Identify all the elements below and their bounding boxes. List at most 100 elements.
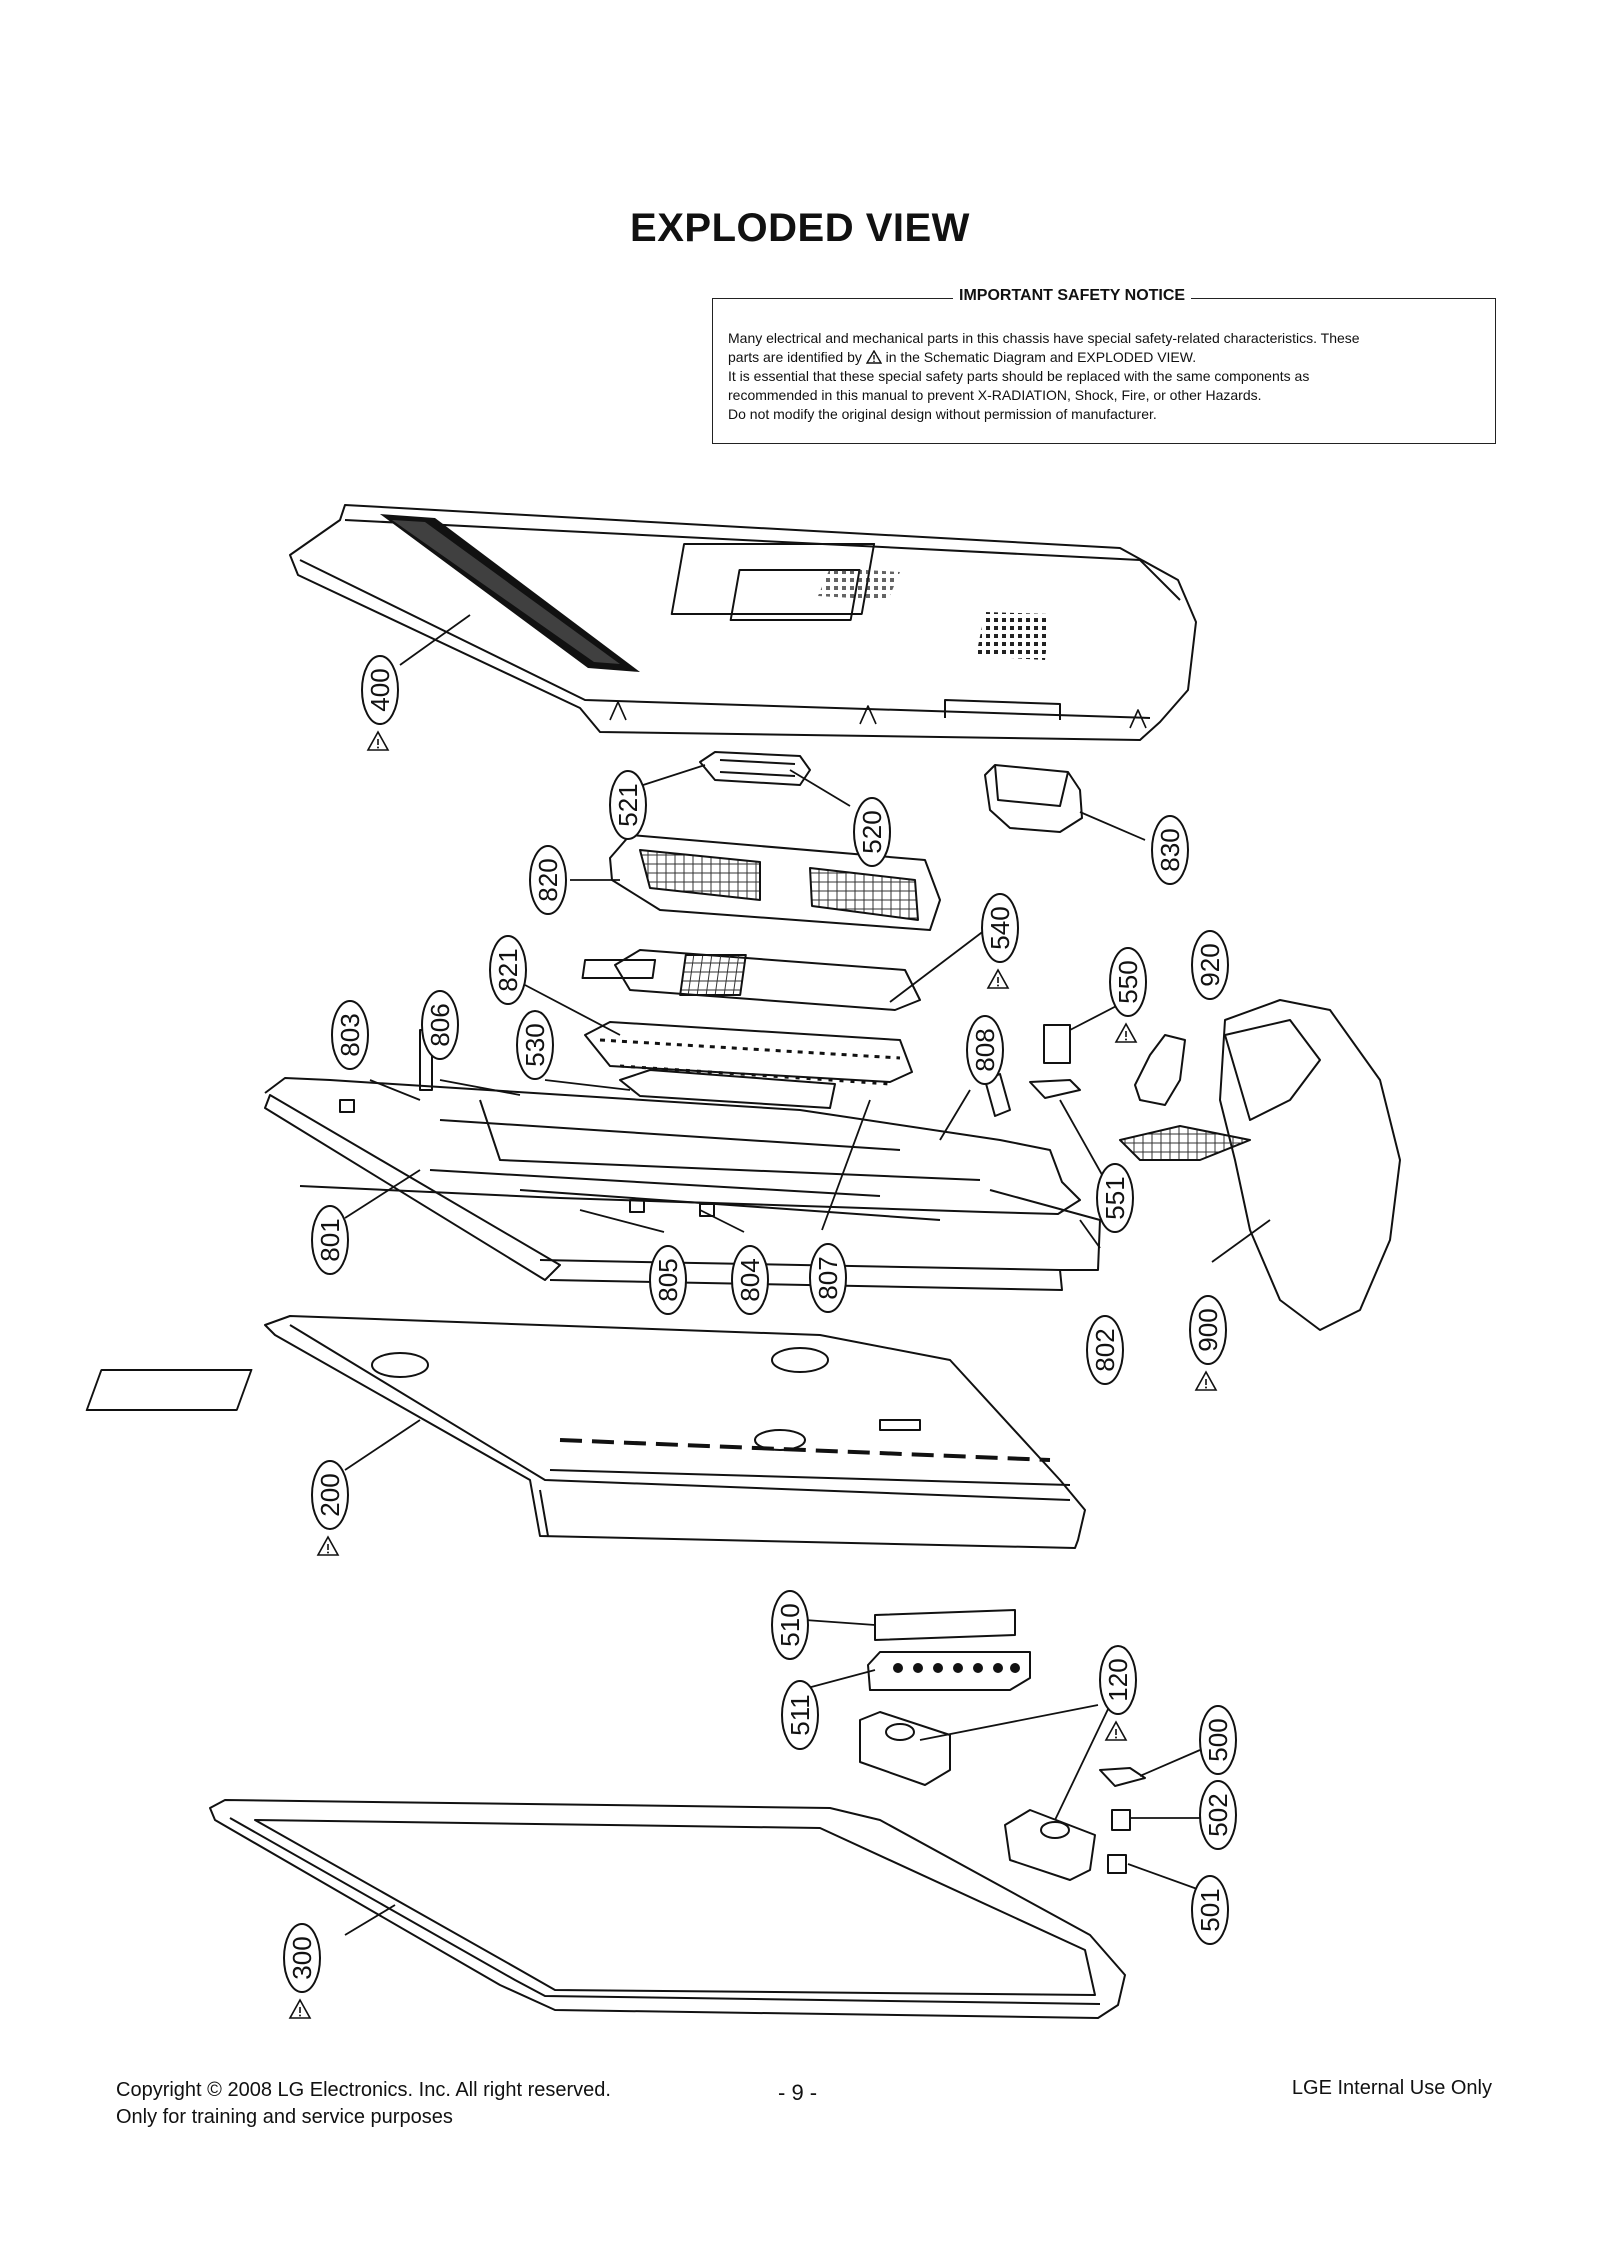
part-callout-806: 806 bbox=[421, 990, 459, 1060]
callout-label: 830 bbox=[1155, 828, 1185, 871]
part-callout-540: 540 bbox=[981, 893, 1019, 989]
callout-oval bbox=[361, 655, 399, 725]
stand-part bbox=[1119, 999, 1401, 1331]
part-callout-803: 803 bbox=[331, 1000, 369, 1070]
warning-triangle-icon bbox=[1104, 1720, 1128, 1741]
warning-triangle-icon bbox=[366, 730, 390, 751]
callout-label: 500 bbox=[1203, 1718, 1233, 1761]
callout-oval bbox=[283, 1923, 321, 1993]
front-bezel-300-part bbox=[209, 1799, 1126, 2019]
part-callout-551: 551 bbox=[1096, 1163, 1134, 1233]
callout-oval bbox=[311, 1460, 349, 1530]
callout-oval bbox=[771, 1590, 809, 1660]
warning-triangle-icon bbox=[986, 968, 1010, 989]
callout-label: 550 bbox=[1113, 960, 1143, 1003]
callout-label: 511 bbox=[785, 1694, 815, 1735]
safety-notice-body: Many electrical and mechanical parts in … bbox=[728, 329, 1481, 424]
part-callout-501: 501 bbox=[1191, 1875, 1229, 1945]
notice-line: parts are identified by in the Schematic… bbox=[728, 348, 1481, 367]
notice-line: Do not modify the original design withou… bbox=[728, 406, 1157, 422]
part-callout-804: 804 bbox=[731, 1245, 769, 1315]
page-title: EXPLODED VIEW bbox=[630, 206, 970, 250]
callout-oval bbox=[1099, 1645, 1137, 1715]
part-callout-520: 520 bbox=[853, 797, 891, 867]
notice-line: recommended in this manual to prevent X-… bbox=[728, 387, 1262, 403]
purpose-text: Only for training and service purposes bbox=[116, 2106, 453, 2128]
part-callout-530: 530 bbox=[516, 1010, 554, 1080]
part-callout-521: 521 bbox=[609, 770, 647, 840]
speaker-part bbox=[859, 1711, 1096, 1881]
warning-triangle-icon bbox=[316, 1535, 340, 1556]
part-callout-820: 820 bbox=[529, 845, 567, 915]
callout-oval bbox=[1189, 1295, 1227, 1365]
part-callout-801: 801 bbox=[311, 1205, 349, 1275]
board-530-part bbox=[584, 1021, 913, 1109]
callout-label: 300 bbox=[287, 1936, 317, 1979]
callout-label: 530 bbox=[520, 1023, 550, 1066]
part-callout-500: 500 bbox=[1199, 1705, 1237, 1775]
footer-left: Copyright © 2008 LG Electronics. Inc. Al… bbox=[116, 2077, 611, 2131]
callout-oval bbox=[311, 1205, 349, 1275]
callout-oval bbox=[1199, 1705, 1237, 1775]
callout-oval bbox=[1096, 1163, 1134, 1233]
callout-oval bbox=[331, 1000, 369, 1070]
callout-oval bbox=[853, 797, 891, 867]
callout-label: 540 bbox=[985, 906, 1015, 949]
chassis-frame-part bbox=[264, 1029, 1101, 1291]
shield-820-part bbox=[609, 834, 941, 931]
callout-label: 521 bbox=[613, 783, 643, 826]
callout-oval bbox=[1191, 1875, 1229, 1945]
part-callout-830: 830 bbox=[1151, 815, 1189, 885]
part-callout-300: 300 bbox=[283, 1923, 321, 2019]
callout-label: 802 bbox=[1090, 1328, 1120, 1371]
notice-line: It is essential that these special safet… bbox=[728, 368, 1310, 384]
warning-triangle-icon bbox=[1194, 1370, 1218, 1391]
callout-label: 520 bbox=[857, 810, 887, 853]
callout-label: 807 bbox=[813, 1256, 843, 1299]
callout-label: 803 bbox=[335, 1013, 365, 1056]
part-callout-821: 821 bbox=[489, 935, 527, 1005]
part-callout-808: 808 bbox=[966, 1015, 1004, 1085]
callout-label: 805 bbox=[653, 1258, 683, 1301]
part-callout-802: 802 bbox=[1086, 1315, 1124, 1385]
callout-oval bbox=[421, 990, 459, 1060]
part-callout-805: 805 bbox=[649, 1245, 687, 1315]
leader-lines bbox=[344, 614, 1271, 1936]
copyright-text: Copyright © 2008 LG Electronics. Inc. Al… bbox=[116, 2079, 611, 2101]
part-callout-120: 120 bbox=[1099, 1645, 1137, 1741]
callout-label: 801 bbox=[315, 1218, 345, 1261]
part-callouts: 400 521 520 830 820 540 821 550 920 803 806 530 808 5… bbox=[283, 655, 1237, 2019]
part-callout-900: 900 bbox=[1189, 1295, 1227, 1391]
callout-label: 510 bbox=[775, 1603, 805, 1646]
notice-line: Many electrical and mechanical parts in … bbox=[728, 330, 1360, 346]
control-buttons-part bbox=[867, 1609, 1031, 1691]
module-830-part bbox=[984, 764, 1083, 833]
callout-label: 400 bbox=[365, 668, 395, 711]
callout-label: 200 bbox=[315, 1473, 345, 1516]
callout-label: 820 bbox=[533, 858, 563, 901]
part-callout-502: 502 bbox=[1199, 1780, 1237, 1850]
callout-oval bbox=[809, 1243, 847, 1313]
callout-label: 808 bbox=[970, 1028, 1000, 1071]
callout-label: 804 bbox=[735, 1258, 765, 1301]
callout-oval bbox=[1086, 1315, 1124, 1385]
safety-notice-heading: IMPORTANT SAFETY NOTICE bbox=[953, 287, 1192, 305]
callout-label: 920 bbox=[1195, 943, 1225, 986]
board-540-part bbox=[581, 949, 921, 1011]
callout-oval bbox=[1109, 947, 1147, 1017]
part-callout-200: 200 bbox=[311, 1460, 349, 1556]
callout-label: 502 bbox=[1203, 1793, 1233, 1836]
callout-oval bbox=[1191, 930, 1229, 1000]
safety-notice-box: IMPORTANT SAFETY NOTICE Many electrical … bbox=[712, 287, 1496, 444]
notice-line-part: in the Schematic Diagram and EXPLODED VI… bbox=[885, 349, 1197, 365]
bracket-520-part bbox=[699, 751, 811, 786]
part-callout-807: 807 bbox=[809, 1243, 847, 1313]
part-callout-920: 920 bbox=[1191, 930, 1229, 1000]
notice-line-part: parts are identified by bbox=[728, 349, 862, 365]
callout-label: 900 bbox=[1193, 1308, 1223, 1351]
callout-oval bbox=[1151, 815, 1189, 885]
callout-label: 806 bbox=[425, 1003, 455, 1046]
back-cover-part bbox=[289, 504, 1197, 741]
callout-label: 501 bbox=[1195, 1888, 1225, 1931]
callout-oval bbox=[966, 1015, 1004, 1085]
